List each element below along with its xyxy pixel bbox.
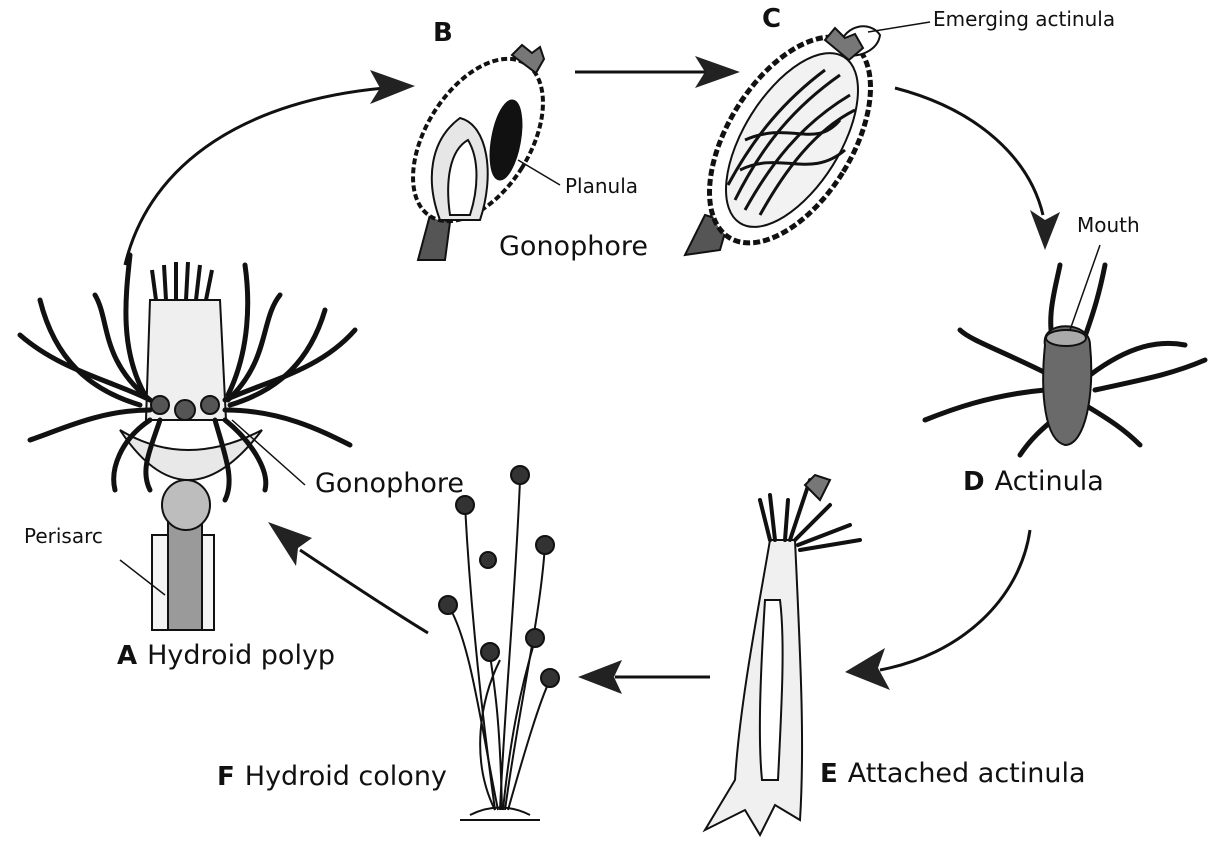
stage-d-letter: D: [963, 467, 985, 497]
planula-label: Planula: [565, 176, 638, 196]
gonophore-polyp-label: Gonophore: [315, 470, 464, 497]
stage-a-letter: A: [117, 641, 137, 671]
hydroid-polyp-drawing: [20, 255, 355, 630]
arrow-c-to-d: [895, 88, 1043, 215]
arrowhead-f-to-a: [268, 522, 312, 566]
hydroid-colony-drawing: [439, 466, 559, 820]
stage-e-name: Attached actinula: [848, 758, 1086, 789]
stage-f-name: Hydroid colony: [245, 761, 447, 792]
stage-e-letter: E: [820, 759, 838, 789]
polyp-oral-tentacles: [152, 262, 212, 300]
emerging-actinula-label: Emerging actinula: [933, 9, 1115, 29]
stage-c-letter: C: [762, 6, 781, 32]
stage-d-caption: D Actinula: [963, 468, 1104, 495]
gonophore-b-stalk: [418, 215, 450, 260]
arrow-d-to-e: [880, 530, 1030, 670]
stage-f-caption: F Hydroid colony: [217, 763, 447, 790]
gonophore-b-label: Gonophore: [499, 233, 648, 260]
mouth-label: Mouth: [1077, 215, 1140, 235]
emerging-actinula-pointer: [868, 22, 930, 32]
planula-pointer: [518, 160, 560, 185]
polyp-stalk: [168, 520, 202, 630]
stage-a-caption: A Hydroid polyp: [117, 642, 335, 669]
attached-actinula-body: [705, 540, 802, 835]
stage-d-name: Actinula: [995, 466, 1104, 497]
attached-actinula-gut: [760, 600, 783, 780]
gonophore-c-drawing: [676, 10, 930, 271]
colony-hydranths: [439, 466, 559, 687]
polyp-neck: [162, 480, 210, 530]
gonophore-b-drawing: [386, 36, 570, 260]
actinula-drawing: [925, 245, 1205, 455]
cycle-arrows: [125, 56, 1060, 694]
arrow-f-to-a: [300, 550, 428, 633]
mouth-pointer: [1070, 245, 1100, 330]
stage-e-caption: E Attached actinula: [820, 760, 1086, 787]
arrowhead-c-to-d: [1030, 210, 1060, 250]
perisarc-label: Perisarc: [24, 526, 103, 546]
arrow-a-to-b: [125, 88, 385, 265]
stage-b-letter: B: [433, 20, 453, 46]
stage-f-letter: F: [217, 762, 235, 792]
stage-a-name: Hydroid polyp: [147, 640, 335, 671]
arrowhead-a-to-b: [370, 70, 415, 104]
actinula-mouth: [1046, 330, 1086, 346]
